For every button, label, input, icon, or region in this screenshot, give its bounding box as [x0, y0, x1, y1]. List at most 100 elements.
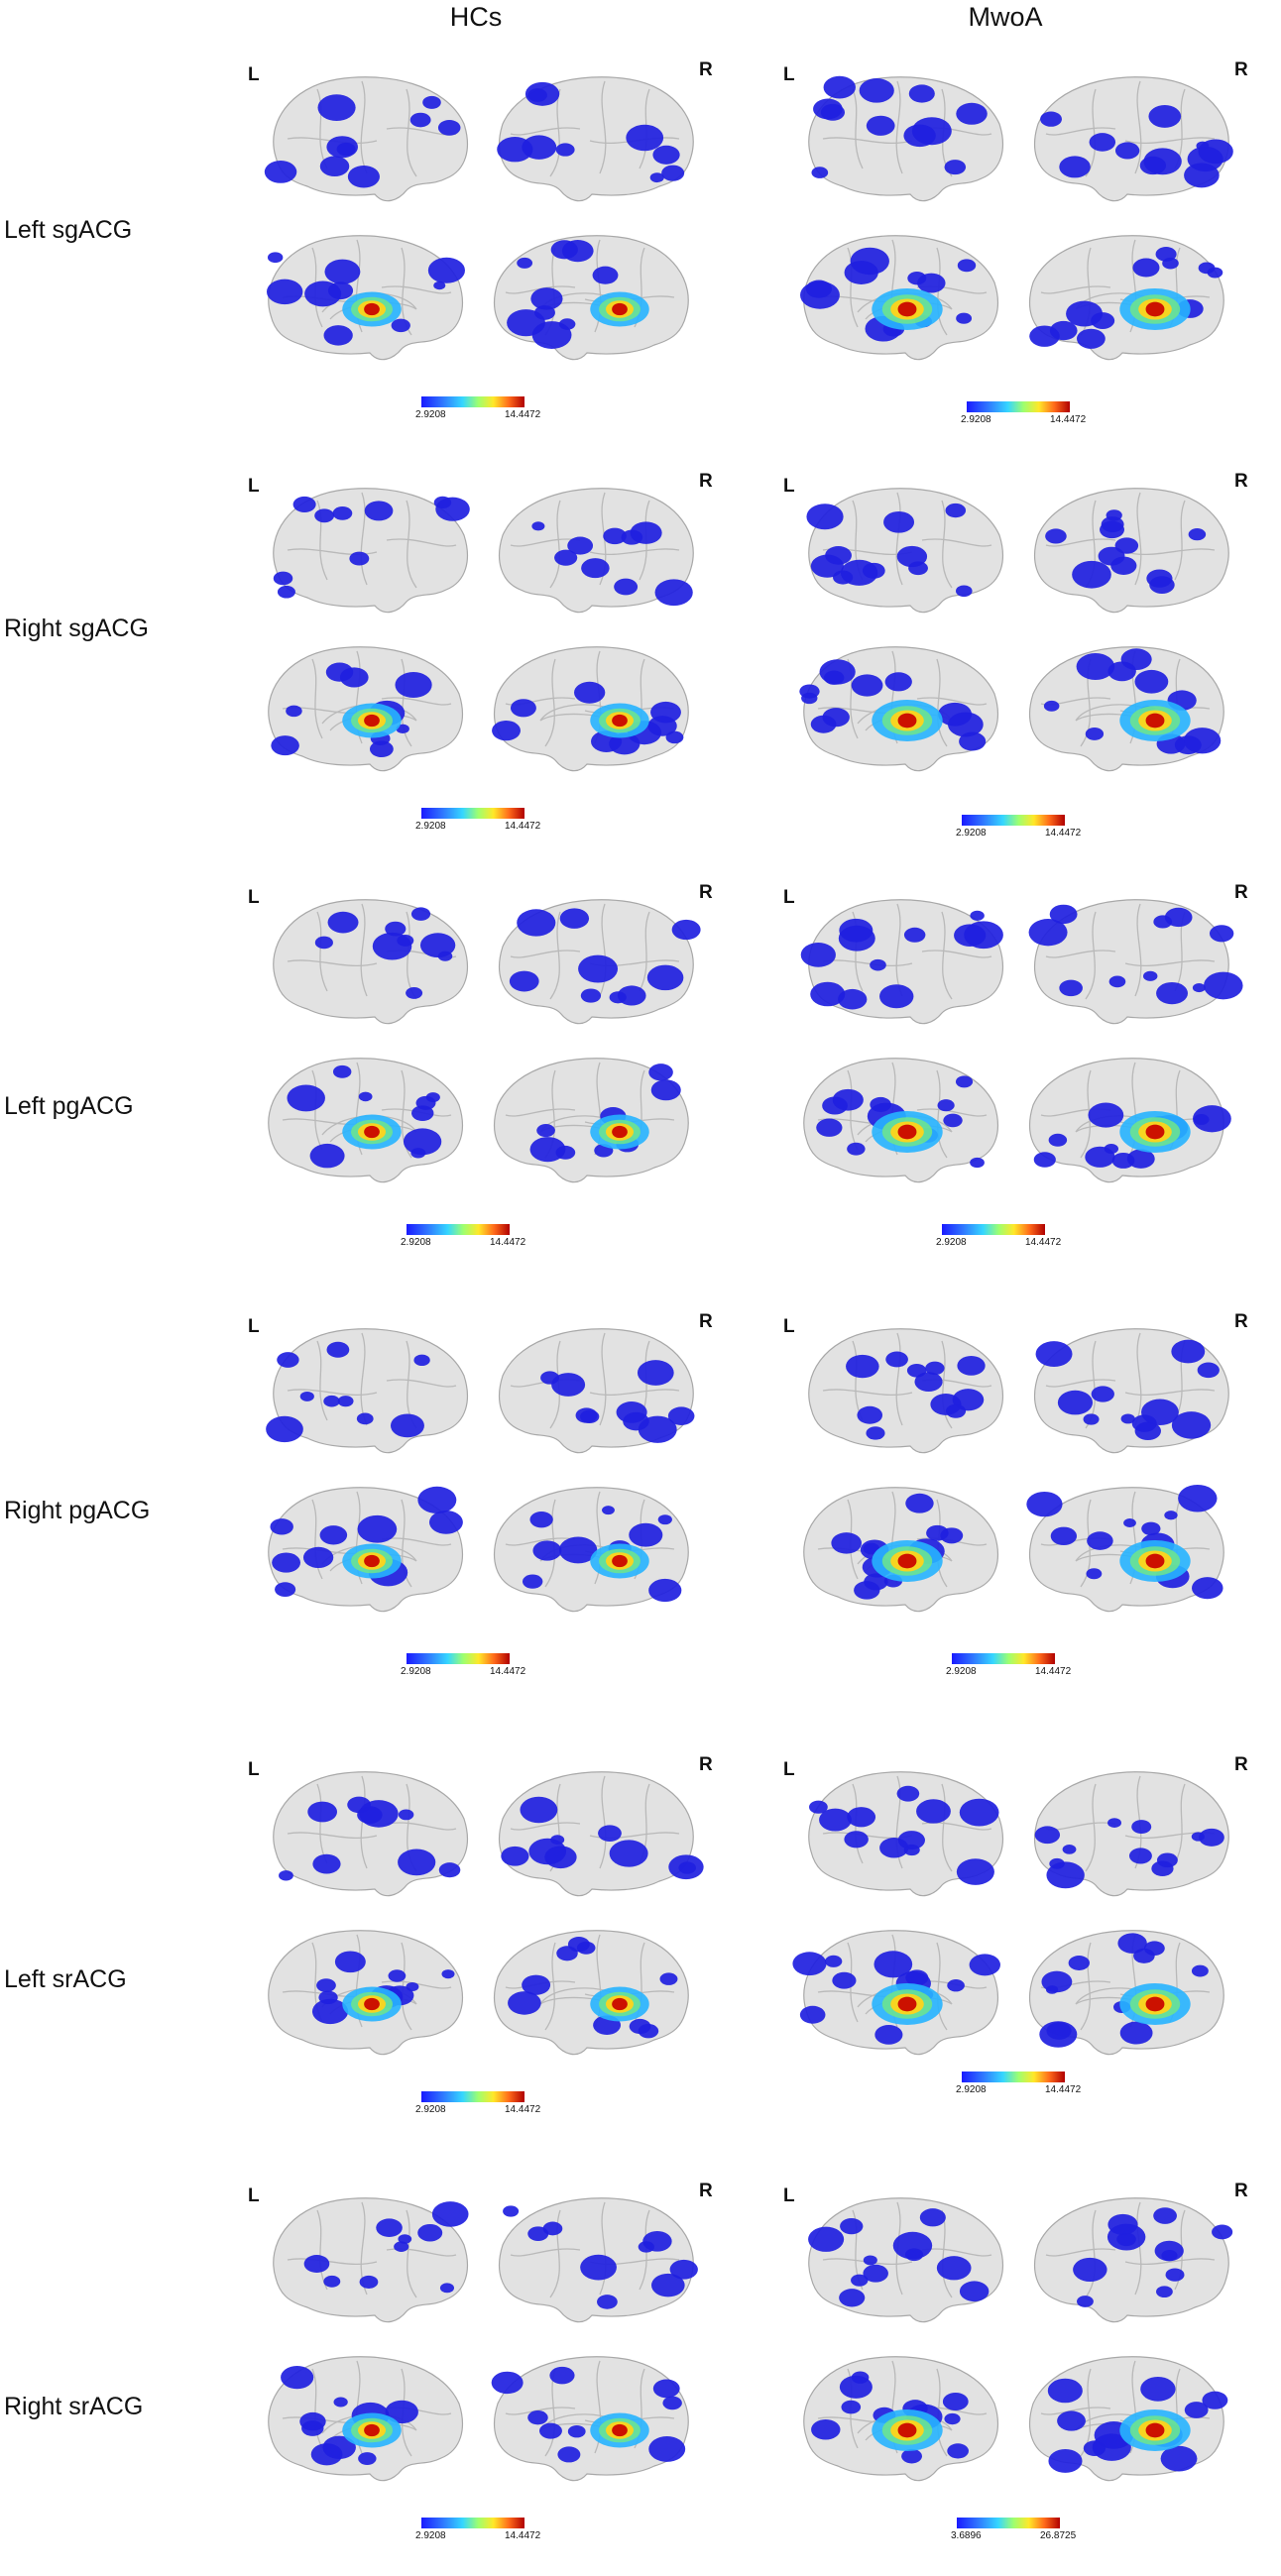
hemisphere-label-left: L — [783, 1316, 795, 1337]
activation-blob — [356, 1412, 374, 1425]
activation-blob — [539, 2422, 562, 2439]
activation-blob — [1107, 2213, 1138, 2235]
hemisphere-label-left: L — [783, 887, 795, 908]
activation-blob — [592, 266, 619, 284]
activation-blob — [337, 1396, 354, 1407]
row-label: Left srACG — [4, 1965, 127, 1993]
activation-blob — [417, 2224, 443, 2242]
activation-blob — [1140, 2376, 1176, 2402]
activation-blob — [532, 1540, 562, 1561]
activation-blob — [1028, 919, 1068, 947]
activation-blob — [1191, 1964, 1209, 1977]
activation-blob — [559, 908, 590, 929]
colorbar-max-label: 14.4472 — [505, 409, 541, 420]
activation-blob — [857, 1405, 883, 1424]
right-lateral-view — [491, 69, 709, 218]
colorbar-min-label: 2.9208 — [415, 2104, 446, 2115]
activation-blob — [503, 2205, 520, 2217]
left-medial-view — [253, 2349, 471, 2498]
activation-blob — [820, 103, 846, 121]
colorbar-max-label: 26.8725 — [1040, 2530, 1077, 2541]
hemisphere-label-left: L — [783, 64, 795, 85]
activation-blob — [905, 1969, 929, 1986]
activation-blob — [279, 1870, 293, 1881]
activation-blob — [800, 943, 836, 967]
activation-blob — [1192, 983, 1206, 993]
activation-blob — [1116, 2232, 1136, 2247]
activation-blob — [1171, 1339, 1206, 1364]
hemisphere-label-right: R — [699, 2181, 713, 2201]
left-medial-view — [253, 639, 471, 788]
activation-blob — [1192, 1105, 1231, 1133]
activation-blob — [398, 1848, 436, 1876]
colorbar — [962, 2072, 1065, 2082]
activation-blob — [1141, 1521, 1161, 1536]
peak-activation — [897, 713, 917, 728]
activation-blob — [580, 2254, 617, 2281]
activation-blob — [851, 674, 883, 697]
activation-blob — [390, 1413, 424, 1438]
activation-blob — [287, 1084, 325, 1112]
peak-activation — [1145, 1996, 1165, 2012]
activation-blob — [435, 497, 470, 521]
activation-blob — [1033, 1152, 1056, 1168]
left-medial-view — [788, 639, 1006, 788]
activation-blob — [954, 924, 987, 947]
right-lateral-view — [1026, 892, 1244, 1041]
activation-blob — [799, 2005, 826, 2024]
activation-blob — [602, 1506, 615, 1515]
activation-blob — [959, 1798, 999, 1827]
activation-blob — [847, 1807, 876, 1828]
activation-blob — [1192, 1577, 1223, 1600]
activation-blob — [1198, 262, 1216, 275]
activation-blob — [1160, 2445, 1198, 2472]
activation-blob — [847, 1142, 866, 1156]
activation-blob — [944, 2412, 961, 2425]
activation-blob — [1088, 1102, 1124, 1128]
activation-blob — [859, 78, 894, 103]
activation-blob — [810, 554, 844, 578]
peak-activation — [612, 302, 628, 316]
activation-blob — [1059, 156, 1091, 178]
hemisphere-label-left: L — [783, 476, 795, 497]
hemisphere-label-left: L — [248, 64, 260, 85]
colorbar-min-label: 2.9208 — [956, 828, 987, 839]
activation-blob — [497, 137, 533, 163]
activation-blob — [1087, 1531, 1113, 1550]
activation-blob — [1142, 970, 1158, 981]
activation-blob — [819, 1808, 852, 1832]
activation-blob — [637, 1360, 674, 1386]
activation-blob — [286, 705, 302, 718]
activation-blob — [411, 1105, 434, 1122]
activation-blob — [1045, 528, 1067, 544]
activation-blob — [332, 1064, 352, 1078]
activation-blob — [558, 318, 576, 330]
activation-blob — [309, 1143, 345, 1169]
activation-blob — [648, 1578, 682, 1603]
activation-blob — [822, 1096, 848, 1115]
activation-blob — [441, 1969, 455, 1979]
activation-blob — [1077, 328, 1106, 349]
activation-blob — [839, 2289, 866, 2307]
peak-activation — [1145, 713, 1165, 728]
peak-activation — [1145, 1553, 1165, 1569]
activation-blob — [349, 551, 370, 566]
activation-blob — [1202, 2391, 1228, 2409]
activation-blob — [275, 1582, 296, 1598]
colorbar-max-label: 14.4472 — [1035, 1666, 1072, 1677]
peak-activation — [897, 301, 917, 317]
right-medial-view — [1021, 639, 1239, 788]
left-lateral-view — [793, 1764, 1011, 1913]
activation-blob — [873, 1951, 913, 1978]
activation-blob — [874, 2025, 903, 2045]
activation-blob — [942, 2392, 969, 2411]
peak-activation — [1145, 2422, 1165, 2438]
activation-blob — [1040, 111, 1062, 127]
activation-blob — [662, 2396, 682, 2410]
activation-blob — [614, 578, 639, 596]
activation-blob — [801, 692, 818, 705]
right-medial-view — [1021, 1923, 1239, 2072]
